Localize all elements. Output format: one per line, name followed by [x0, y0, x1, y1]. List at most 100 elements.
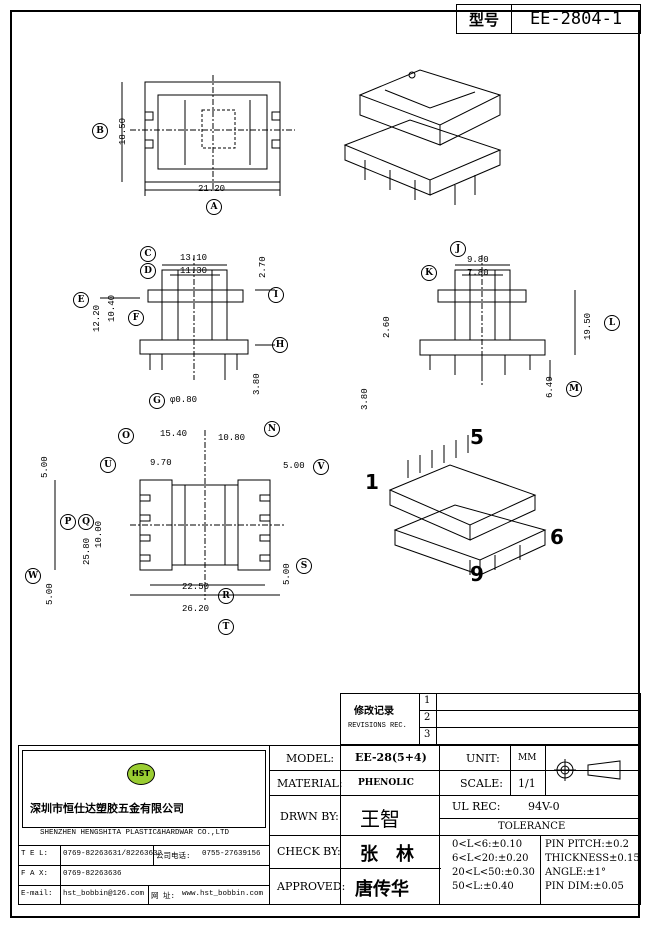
- label-p: P: [60, 514, 76, 530]
- label-e: E: [73, 292, 89, 308]
- approved-label: APPROVED:: [277, 880, 346, 893]
- material-value: PHENOLIC: [358, 778, 414, 788]
- company-logo: HST: [127, 763, 155, 785]
- approved-value: 唐传华: [355, 879, 409, 900]
- unit-value: MM: [518, 753, 537, 763]
- dim-g: φ0.80: [170, 395, 198, 405]
- dim-f: 10.40: [107, 294, 117, 322]
- dim-d: 11.30: [180, 266, 208, 276]
- web-value: www.hst_bobbin.com: [182, 890, 264, 898]
- projection-symbol-icon: [554, 759, 621, 781]
- title-block: [18, 745, 641, 905]
- front-view: [100, 255, 275, 380]
- tol2-row-3: ANGLE:±1°: [545, 867, 607, 878]
- bottom-view: [54, 430, 285, 600]
- dim-i-val: 2.70: [258, 256, 268, 278]
- material-label: MATERIAL:: [277, 777, 343, 790]
- label-u: U: [100, 457, 116, 473]
- label-i: I: [268, 287, 284, 303]
- ul-value: 94V-0: [528, 800, 560, 813]
- dim-s: 5.00: [282, 563, 292, 585]
- tolerance-label: TOLERANCE: [498, 821, 566, 832]
- email-label: E-mail:: [21, 890, 53, 898]
- tel-value: 0769-82263631/82263632: [63, 850, 163, 858]
- rev-mark-3: 3: [424, 729, 431, 740]
- label-l: L: [604, 315, 620, 331]
- iso-view-top: [343, 69, 502, 205]
- label-b: B: [92, 123, 108, 139]
- pin-9-label: 9: [470, 562, 484, 586]
- dim-u: 9.70: [150, 458, 172, 468]
- dim-b: 18.50: [118, 117, 128, 145]
- dim-p: 25.80: [82, 537, 92, 565]
- part-number: EE-2804-1: [511, 4, 641, 34]
- unit-label: UNIT:: [466, 752, 500, 765]
- dim-h: 3.80: [252, 373, 262, 395]
- dim-r: 22.50: [182, 582, 210, 592]
- top-view: [121, 75, 295, 196]
- revision-title: 修改记录: [354, 706, 394, 717]
- tol-row-3: 20<L<50:±0.30: [452, 867, 535, 878]
- label-k: K: [421, 265, 437, 281]
- fax-label: F A X:: [21, 870, 49, 878]
- tol2-row-1: PIN PITCH:±0.2: [545, 839, 629, 850]
- dim-e: 12.20: [92, 304, 102, 332]
- check-label: CHECK BY:: [277, 845, 341, 858]
- revision-block: [340, 693, 641, 745]
- drawn-value: 王智: [360, 807, 400, 831]
- label-q: Q: [78, 514, 94, 530]
- rev-mark-1: 1: [424, 695, 431, 706]
- fax-value: 0769-82263636: [63, 870, 122, 878]
- tol-row-4: 50<L:±0.40: [452, 881, 514, 892]
- dim-top-v: 5.00: [40, 456, 50, 478]
- label-m: M: [566, 381, 582, 397]
- dim-n: 10.80: [218, 433, 246, 443]
- tol2-row-2: THICKNESS±0.15: [545, 853, 640, 864]
- company-name-cn: 深圳市恒仕达塑胶五金有限公司: [30, 802, 184, 815]
- model-value: EE-28(5+4): [355, 751, 427, 764]
- dim-side-left: 3.80: [360, 388, 370, 410]
- rev-mark-2: 2: [424, 712, 431, 723]
- scale-value: 1/1: [518, 777, 536, 790]
- revision-subtitle: REVISIONS REC.: [348, 722, 407, 730]
- dim-c: 13.10: [180, 253, 208, 263]
- model-label: MODEL:: [286, 752, 335, 765]
- iso-view-pins: [388, 435, 547, 576]
- label-d: D: [140, 263, 156, 279]
- drawing-frame: [10, 10, 640, 918]
- company-area: [18, 745, 270, 905]
- side-view: [419, 255, 576, 385]
- dim-m: 6.40: [545, 376, 555, 398]
- label-o: O: [118, 428, 134, 444]
- dim-l: 19.50: [583, 312, 593, 340]
- technical-drawing: [54, 69, 576, 600]
- dim-o: 15.40: [160, 429, 188, 439]
- label-g: G: [149, 393, 165, 409]
- dim-a: 21.20: [198, 184, 226, 194]
- dim-t: 26.20: [182, 604, 210, 614]
- dim-side-mid: 2.60: [382, 316, 392, 338]
- label-t: T: [218, 619, 234, 635]
- pin-6-label: 6: [550, 525, 564, 549]
- dim-w: 5.00: [45, 583, 55, 605]
- label-v: V: [313, 459, 329, 475]
- dim-v: 5.00: [283, 461, 305, 471]
- label-h: H: [272, 337, 288, 353]
- label-s: S: [296, 558, 312, 574]
- check-value: 张 林: [360, 844, 414, 865]
- label-f: F: [128, 310, 144, 326]
- drawn-label: DRWN BY:: [280, 810, 339, 823]
- tol-row-1: 0<L<6:±0.10: [452, 839, 523, 850]
- ul-label: UL REC:: [452, 800, 501, 813]
- scale-label: SCALE:: [460, 777, 503, 790]
- label-c: C: [140, 246, 156, 262]
- tol2-row-4: PIN DIM:±0.05: [545, 881, 624, 892]
- label-w: W: [25, 568, 41, 584]
- phone-label: 公司电话:: [156, 853, 191, 861]
- dim-k: 7.80: [467, 268, 489, 278]
- pin-1-label: 1: [365, 470, 379, 494]
- company-name-en: SHENZHEN HENGSHITA PLASTIC&HARDWAR CO.,L…: [40, 829, 230, 837]
- label-r: R: [218, 588, 234, 604]
- web-label: 网 址:: [151, 893, 176, 901]
- email-value: hst_bobbin@126.com: [63, 890, 145, 898]
